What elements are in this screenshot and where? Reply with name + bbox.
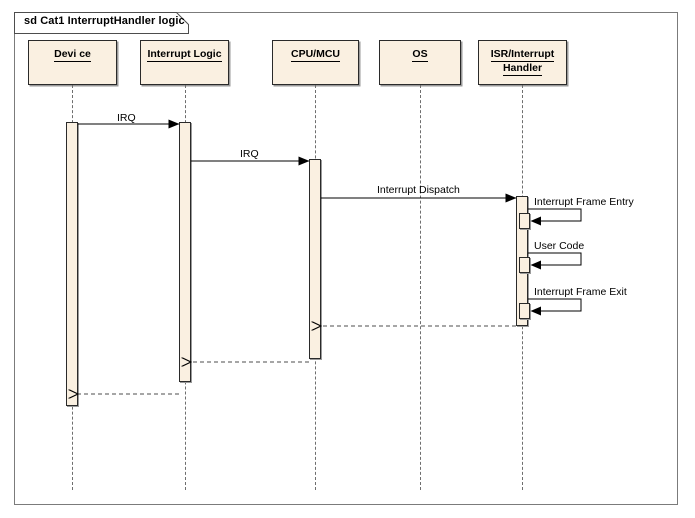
activation-bar-cpu-mcu bbox=[309, 159, 321, 359]
activation-bar-isr-frame-exit bbox=[519, 303, 530, 319]
lifeline-header-os[interactable]: OS bbox=[379, 40, 461, 85]
activation-bar-interrupt-logic bbox=[179, 122, 191, 382]
activation-bar-isr-user-code bbox=[519, 257, 530, 273]
frame-title-tab: sd Cat1 InterruptHandler logic bbox=[14, 12, 189, 34]
lifeline-line-os bbox=[420, 85, 421, 490]
lifeline-label-device: Devi ce bbox=[54, 48, 91, 62]
message-label-irq-logic-cpu: IRQ bbox=[240, 148, 259, 160]
lifeline-label-isr: ISR/Interrupt Handler bbox=[490, 48, 555, 76]
lifeline-header-device[interactable]: Devi ce bbox=[28, 40, 117, 85]
message-label-irq-device-logic: IRQ bbox=[117, 112, 136, 124]
lifeline-header-cpu-mcu[interactable]: CPU/MCU bbox=[272, 40, 359, 85]
frame-title-label: sd Cat1 InterruptHandler logic bbox=[24, 15, 185, 27]
message-label-interrupt-frame-exit: Interrupt Frame Exit bbox=[534, 286, 627, 298]
message-label-interrupt-dispatch: Interrupt Dispatch bbox=[377, 184, 460, 196]
interaction-frame bbox=[14, 12, 678, 505]
lifeline-label-os: OS bbox=[412, 48, 428, 62]
lifeline-label-interrupt-logic: Interrupt Logic bbox=[147, 48, 222, 62]
message-label-interrupt-frame-entry: Interrupt Frame Entry bbox=[534, 196, 634, 208]
activation-bar-isr-frame-entry bbox=[519, 213, 530, 229]
lifeline-label-cpu-mcu: CPU/MCU bbox=[291, 48, 340, 62]
message-label-user-code: User Code bbox=[534, 240, 585, 252]
lifeline-header-isr[interactable]: ISR/Interrupt Handler bbox=[478, 40, 567, 85]
activation-bar-device bbox=[66, 122, 78, 406]
lifeline-header-interrupt-logic[interactable]: Interrupt Logic bbox=[140, 40, 229, 85]
